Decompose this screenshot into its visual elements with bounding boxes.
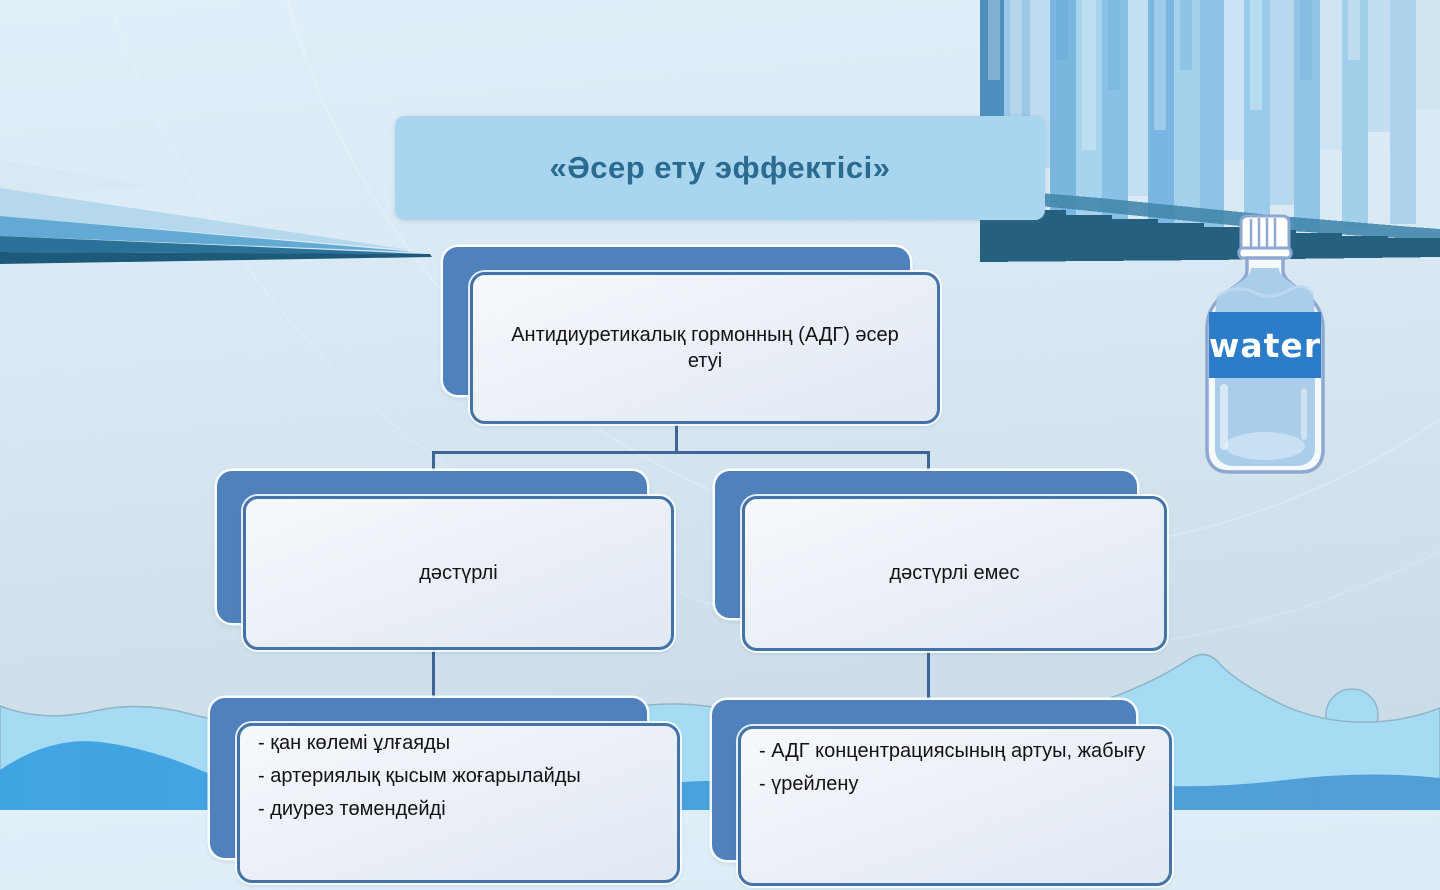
node-nontraditional: дәстүрлі емес	[715, 471, 1170, 656]
connector-right-drop	[927, 451, 930, 473]
bottle-label-text: water	[1209, 326, 1321, 365]
bottle-cap-icon	[1237, 214, 1293, 260]
node-root-front: Антидиуретикалық гормонның (АДГ) әсер ет…	[470, 272, 940, 424]
title-box: «Әсер ету эффектісі»	[395, 116, 1045, 220]
node-traditional-effects: - қан көлемі ұлғаяды - артериялық қысым …	[210, 698, 685, 888]
traditional-label: дәстүрлі	[419, 561, 498, 584]
node-nontraditional-effects: - АДГ концентрациясының артуы, жабығу - …	[712, 700, 1187, 890]
connector-left-child-stem	[432, 648, 435, 702]
effect-item: - үрейлену	[759, 773, 859, 795]
node-nontraditional-front: дәстүрлі емес	[742, 496, 1167, 651]
effect-item: - артериялық қысым жоғарылайды	[258, 765, 581, 787]
effect-item: - қан көлемі ұлғаяды	[258, 732, 451, 754]
nontraditional-label: дәстүрлі емес	[889, 562, 1020, 584]
connector-right-child-stem	[927, 650, 930, 704]
water-bottle-illustration: water	[1205, 214, 1325, 474]
node-traditional-effects-front: - қан көлемі ұлғаяды - артериялық қысым …	[237, 723, 680, 883]
connector-root-stem	[675, 424, 678, 454]
node-traditional: дәстүрлі	[217, 471, 677, 656]
node-traditional-front: дәстүрлі	[243, 496, 674, 650]
node-root: Антидиуретикалық гормонның (АДГ) әсер ет…	[443, 247, 943, 427]
effect-item: - АДГ концентрациясының артуы, жабығу	[759, 740, 1146, 762]
connector-left-drop	[432, 451, 435, 473]
connector-crossbar	[432, 451, 930, 454]
bottle-label	[1209, 312, 1321, 378]
waterfall-cascade-left	[0, 160, 432, 264]
root-label: Антидиуретикалық гормонның (АДГ) әсер ет…	[511, 324, 899, 372]
node-nontraditional-effects-front: - АДГ концентрациясының артуы, жабығу - …	[738, 726, 1172, 886]
slide-title: «Әсер ету эффектісі»	[549, 150, 891, 185]
